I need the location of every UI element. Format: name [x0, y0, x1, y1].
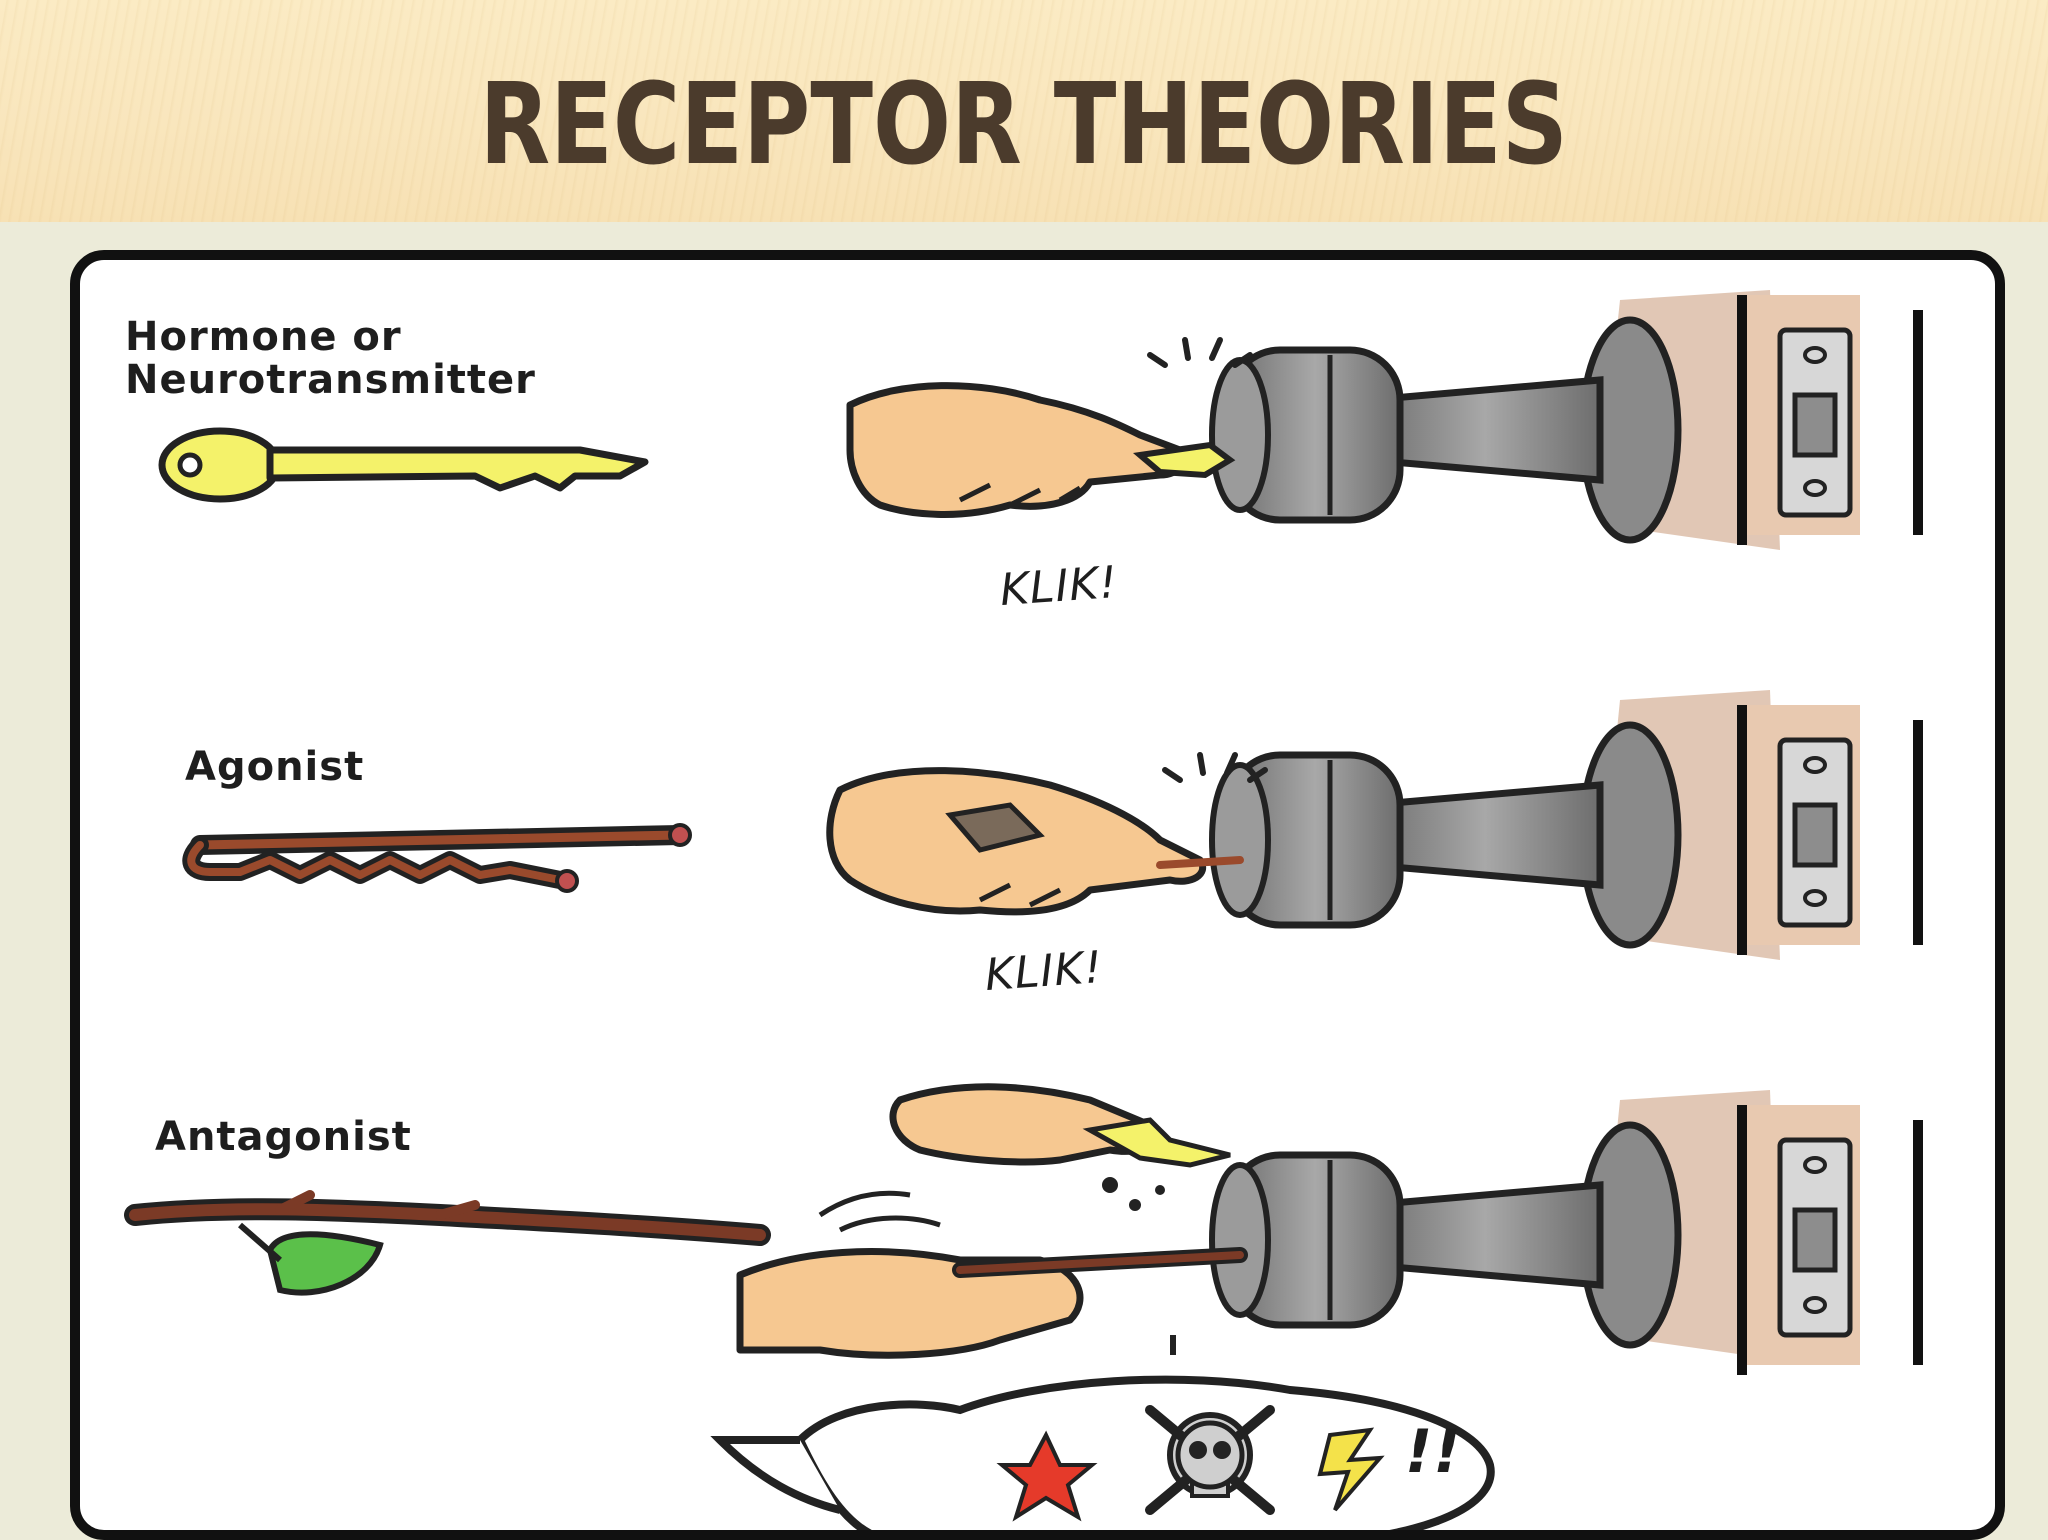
key-icon: [158, 427, 649, 503]
hand-icon: [826, 767, 1244, 916]
sound-klik-2: KLIK!: [983, 941, 1105, 1002]
twig-icon: [124, 1190, 771, 1296]
door-latch-plate-icon: [1777, 1137, 1853, 1338]
label-hormone-line2: Neurotransmitter: [125, 357, 536, 403]
door-latch-plate-icon: [1777, 327, 1853, 518]
debris-marks: [1102, 1177, 1176, 1355]
star-icon: [996, 1430, 1098, 1522]
spark-lines: [1162, 752, 1268, 783]
spark-lines: [1147, 337, 1253, 368]
door-knob-icon: [1209, 316, 1682, 544]
door-knob-icon: [1209, 721, 1682, 949]
row-antagonist: [124, 1083, 1923, 1530]
hand-icon: [736, 1190, 1248, 1359]
slide-title-reflection: RECEPTOR THEORIES: [0, 178, 2048, 222]
slide-header-band: [0, 0, 2048, 222]
door-knob-icon: [1209, 1121, 1682, 1349]
bobby-pin-icon: [182, 823, 692, 893]
bubble-exclaim: !!: [1405, 1417, 1462, 1487]
illustration-panel: Hormone or Neurotransmitter Agonist Anta…: [70, 250, 2005, 1540]
row-hormone: [158, 290, 1923, 550]
lightning-icon: [1317, 1427, 1385, 1512]
label-hormone-line1: Hormone or: [125, 314, 402, 360]
row-agonist: [182, 690, 1923, 960]
slide-title-wrap: RECEPTOR THEORIES: [0, 60, 2048, 210]
door-latch-plate-icon: [1777, 737, 1853, 928]
speech-bubble: [710, 1375, 1495, 1530]
label-agonist: Agonist: [185, 744, 365, 790]
slide-title: RECEPTOR THEORIES: [479, 60, 1569, 190]
label-antagonist: Antagonist: [155, 1114, 412, 1160]
hand-icon: [889, 1083, 1231, 1168]
illustration-art: [124, 290, 1923, 1530]
hand-icon: [846, 382, 1236, 518]
skull-icon: [1145, 1405, 1275, 1515]
sound-klik-1: KLIK!: [998, 556, 1120, 617]
